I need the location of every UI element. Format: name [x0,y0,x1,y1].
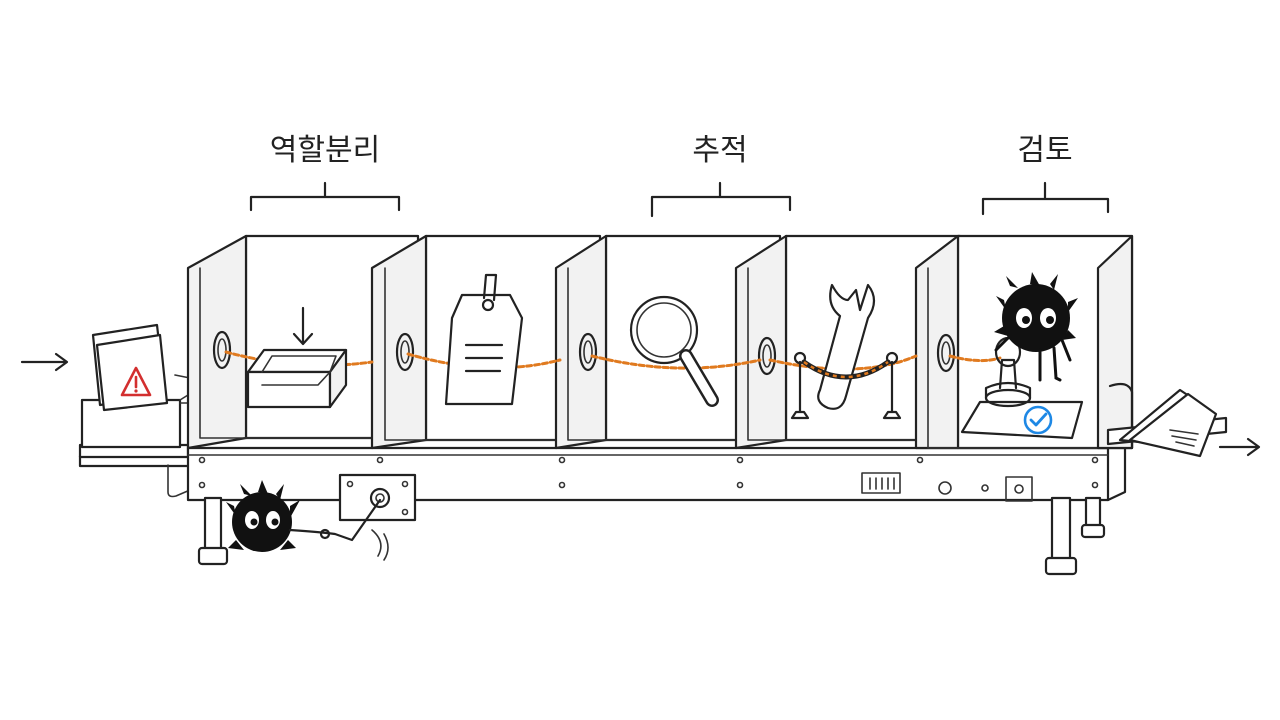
stanchion-left [790,351,810,420]
output-arrow [1218,437,1261,457]
soot-sprite-crank [226,480,300,552]
machine-legs [197,496,1106,576]
stanchion-right [882,351,902,420]
bracket-separation [249,181,401,212]
portholes [212,330,956,376]
inbox-tray-icon [246,306,348,409]
label-review: 검토 [1017,133,1072,168]
tag-icon [444,273,524,406]
vent-grille [861,472,901,494]
magnifier-icon [629,295,719,407]
stamp-icon [960,336,1084,440]
machine-base [186,438,1127,522]
bracket-tracking [650,181,792,218]
crank-plate [338,473,417,522]
control-knobs [938,476,1033,502]
warning-icon [120,366,152,397]
check-badge-icon [1023,405,1053,435]
input-arrow [20,352,69,372]
output-chute [1106,382,1228,458]
input-tray [78,323,192,498]
soot-sprite-worker [994,272,1078,382]
label-tracking: 추적 [692,133,747,168]
label-separation: 역할분리 [270,133,380,168]
bracket-review [981,181,1110,216]
crank-handle [288,498,389,561]
